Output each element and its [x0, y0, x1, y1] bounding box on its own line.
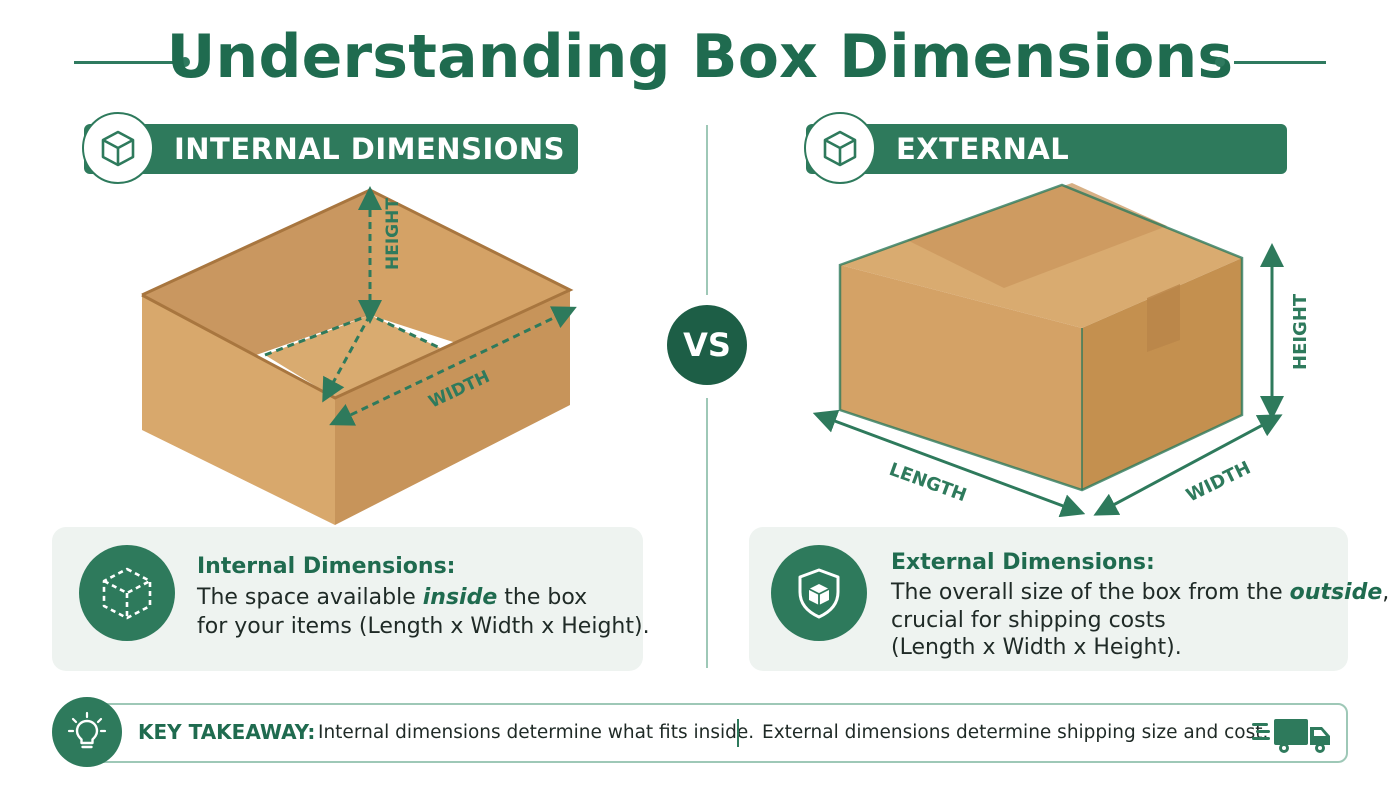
- internal-box-illustration: HEIGHT WIDTH: [141, 186, 577, 525]
- title-line-right: [1234, 61, 1326, 64]
- takeaway-text-left: Internal dimensions determine what fits …: [318, 722, 755, 743]
- external-text-line2: crucial for shipping costs: [891, 607, 1166, 633]
- divider-top: [706, 125, 708, 295]
- external-text-em: outside: [1289, 580, 1383, 605]
- title-line-left: [74, 61, 174, 64]
- external-width-arrow: [1093, 414, 1283, 516]
- vs-badge: VS: [667, 305, 747, 385]
- external-header: EXTERNAL DIMENSIONS: [806, 124, 1287, 216]
- internal-text-pre: The space available: [197, 585, 423, 610]
- takeaway-label: KEY TAKEAWAY:: [138, 720, 316, 744]
- cube-icon: [101, 130, 135, 167]
- key-takeaway-bar: [64, 703, 1348, 763]
- dashed-cube-icon: [102, 567, 152, 620]
- external-header-badge: [804, 112, 876, 184]
- lightbulb-icon: [67, 711, 107, 749]
- external-length-arrow: [812, 409, 1086, 518]
- external-card-title: External Dimensions:: [891, 550, 1155, 575]
- shield-box-icon: [798, 568, 840, 619]
- external-width-label: WIDTH: [1183, 457, 1254, 506]
- page-title: Understanding Box Dimensions: [166, 22, 1234, 92]
- internal-height-label: HEIGHT: [383, 198, 403, 270]
- title-dot-right: [1215, 57, 1225, 67]
- external-text-post: ,: [1382, 580, 1390, 605]
- takeaway-text-right: External dimensions determine shipping s…: [762, 722, 1269, 743]
- internal-header-label: INTERNAL DIMENSIONS: [174, 132, 566, 166]
- box-tape: [907, 183, 1167, 288]
- divider-bottom: [706, 398, 708, 668]
- external-text-line3: (Length x Width x Height).: [891, 635, 1182, 660]
- internal-text-em: inside: [422, 585, 498, 610]
- internal-header: INTERNAL DIMENSIONS: [84, 124, 578, 174]
- external-card-icon-badge: [771, 545, 867, 641]
- takeaway-separator: [737, 719, 739, 747]
- cube-icon: [823, 130, 857, 167]
- external-box-illustration: HEIGHT LENGTH WIDTH: [812, 183, 1311, 518]
- title-dot-left: [180, 57, 190, 67]
- external-text-pre: The overall size of the box from the: [891, 580, 1290, 605]
- internal-text-post: the box: [497, 585, 588, 610]
- internal-card-icon-badge: [79, 545, 175, 641]
- external-height-label: HEIGHT: [1290, 293, 1311, 370]
- box-tape-side: [1147, 284, 1180, 352]
- internal-card-title: Internal Dimensions:: [197, 554, 456, 579]
- internal-width-arrow: [329, 306, 577, 426]
- box-rim: [141, 188, 574, 400]
- delivery-truck-icon: [1252, 719, 1330, 753]
- takeaway-icon-badge: [52, 697, 122, 767]
- box-front-left: [142, 295, 335, 525]
- internal-header-badge: [82, 112, 154, 184]
- internal-text-line2: for your items (Length x Width x Height)…: [197, 614, 650, 639]
- internal-card-text: The space available inside the box for y…: [197, 583, 650, 641]
- external-card-text: The overall size of the box from the out…: [891, 579, 1389, 662]
